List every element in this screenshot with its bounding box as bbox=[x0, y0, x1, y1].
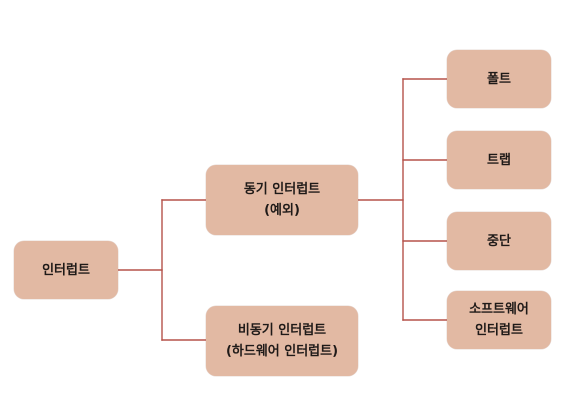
node-trap: 트랩 bbox=[447, 131, 551, 189]
node-sync-interrupt: 동기 인터럽트 (예외) bbox=[206, 165, 358, 235]
node-interrupt-label: 인터럽트 bbox=[42, 262, 90, 278]
node-abort: 중단 bbox=[447, 212, 551, 270]
node-async-interrupt-line2: (하드웨어 인터럽트) bbox=[225, 344, 339, 359]
node-async-interrupt: 비동기 인터럽트 (하드웨어 인터럽트) bbox=[206, 306, 358, 376]
node-sync-interrupt-line2: (예외) bbox=[264, 203, 300, 218]
node-interrupt: 인터럽트 bbox=[14, 241, 118, 299]
node-sync-interrupt-line1: 동기 인터럽트 bbox=[243, 182, 321, 197]
node-software-interrupt-line1: 소프트웨어 bbox=[469, 302, 529, 317]
node-fault-label: 폴트 bbox=[487, 71, 511, 87]
node-abort-label: 중단 bbox=[487, 233, 511, 249]
node-async-interrupt-line1: 비동기 인터럽트 bbox=[237, 323, 327, 338]
node-trap-label: 트랩 bbox=[487, 152, 511, 168]
node-software-interrupt-line2: 인터럽트 bbox=[475, 323, 523, 338]
node-fault: 폴트 bbox=[447, 50, 551, 108]
node-software-interrupt: 소프트웨어 인터럽트 bbox=[447, 291, 551, 349]
